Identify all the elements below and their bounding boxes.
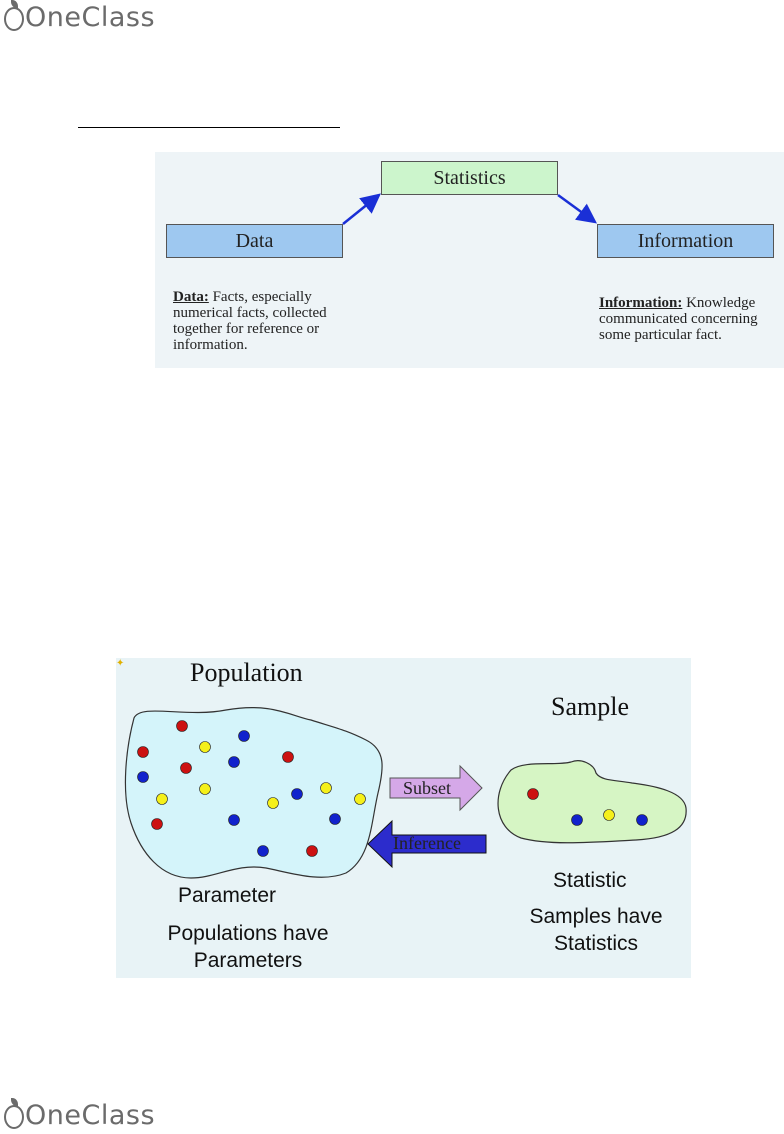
subset-arrow [389, 764, 483, 812]
dot-yellow [354, 793, 366, 805]
arrow-data-to-statistics [342, 193, 381, 225]
inference-arrow [367, 819, 487, 869]
dot-yellow [603, 809, 615, 821]
population-caption-line2: Parameters [193, 949, 303, 972]
information-definition-text: Knowledge communicated concerning some p… [599, 295, 758, 343]
sample-caption-line2: Statistics [553, 932, 639, 955]
heading-underline [78, 127, 340, 128]
data-statistics-information-diagram: Statistics Data Information Data: Facts,… [155, 152, 784, 368]
data-box: Data [166, 224, 343, 258]
data-definition: Data: Facts, especially numerical facts,… [173, 289, 353, 353]
population-title: Population [190, 658, 303, 687]
dot-blue [636, 814, 648, 826]
flow-arrows [342, 193, 598, 225]
logo-text: OneClass [25, 2, 156, 33]
subset-label: Subset [403, 778, 452, 798]
sample-title: Sample [551, 692, 629, 721]
oneclass-logo: OneClass [4, 0, 156, 33]
dot-yellow [267, 797, 279, 809]
population-caption: Populations have Parameters [140, 920, 356, 974]
dot-blue [329, 813, 341, 825]
inference-label: Inference [393, 833, 461, 853]
dot-blue [137, 771, 149, 783]
sample-caption-line1: Samples have [529, 905, 663, 928]
logo-mark-icon [4, 1098, 24, 1129]
dot-red [306, 845, 318, 857]
dot-red [527, 788, 539, 800]
data-definition-text: Facts, especially numerical facts, colle… [173, 289, 327, 353]
statistics-box: Statistics [381, 161, 558, 195]
statistic-label: Statistic [553, 869, 627, 892]
population-sample-diagram: ✦ [116, 658, 691, 978]
sample-blob [497, 760, 687, 844]
sample-caption: Samples have Statistics [521, 903, 671, 957]
dot-yellow [199, 783, 211, 795]
corner-mark-icon: ✦ [116, 658, 125, 669]
dot-blue [228, 814, 240, 826]
logo-mark-icon [4, 0, 24, 31]
oneclass-logo-footer: OneClass [4, 1098, 156, 1131]
information-definition: Information: Knowledge communicated conc… [599, 295, 784, 343]
dot-blue [257, 845, 269, 857]
logo-text: OneClass [25, 1100, 156, 1131]
dot-red [180, 762, 192, 774]
dot-yellow [156, 793, 168, 805]
dot-blue [228, 756, 240, 768]
population-blob [124, 706, 383, 879]
population-caption-line1: Populations have [167, 922, 329, 945]
sample-dots [527, 788, 648, 826]
population-dots [137, 720, 366, 857]
dot-red [282, 751, 294, 763]
dot-blue [571, 814, 583, 826]
arrow-statistics-to-information [557, 193, 598, 224]
data-term: Data: [173, 289, 209, 305]
information-box: Information [597, 224, 774, 258]
population-sample-graphic [124, 706, 687, 879]
parameter-label: Parameter [178, 884, 277, 907]
information-term: Information: [599, 295, 683, 311]
dot-blue [291, 788, 303, 800]
dot-yellow [320, 782, 332, 794]
dot-yellow [199, 741, 211, 753]
dot-blue [238, 730, 250, 742]
dot-red [137, 746, 149, 758]
dot-red [176, 720, 188, 732]
dot-red [151, 818, 163, 830]
